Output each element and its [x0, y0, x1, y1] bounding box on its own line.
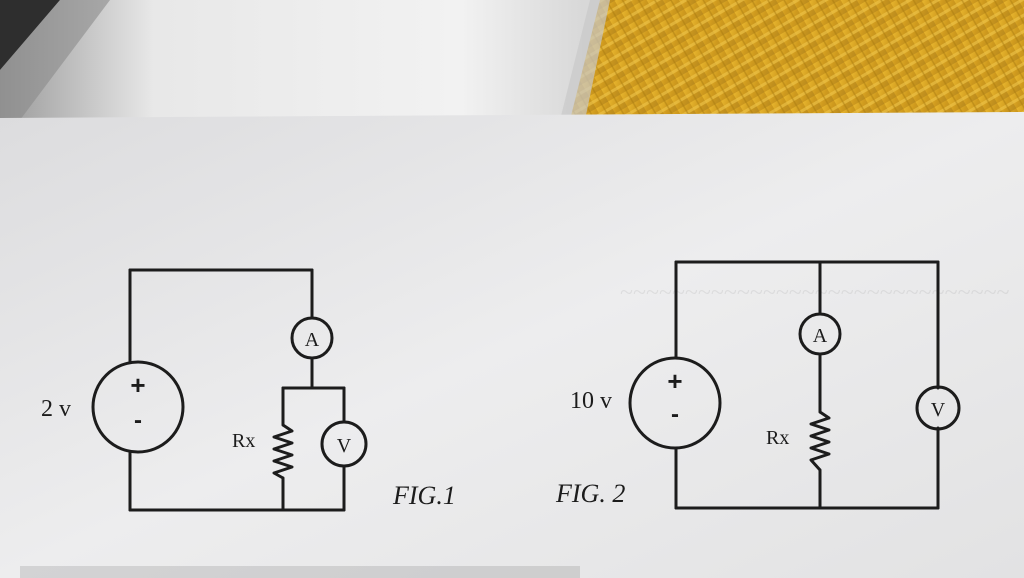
figure-2-circuit [674, 260, 940, 510]
fig2-voltmeter-label: V [931, 399, 946, 421]
fig1-voltmeter-icon [320, 420, 368, 468]
fig2-ammeter-label: A [813, 325, 828, 347]
cropped-bottom-text [20, 566, 580, 578]
fig2-resistor-icon [809, 410, 831, 472]
fig2-source-circle [628, 356, 722, 450]
background-fabric [0, 0, 1024, 130]
fig2-resistor-label: Rx [766, 427, 789, 449]
paper-sheet: ~~~~~~~~~~~~~~~~~~~~~~~~~~~~~~ [0, 112, 1024, 578]
fig2-caption: FIG. 2 [555, 479, 625, 508]
fig1-ammeter-icon [290, 316, 334, 360]
fig2-voltmeter-icon [915, 385, 961, 431]
fig1-resistor-icon [272, 423, 294, 480]
fig1-caption: FIG.1 [392, 481, 456, 510]
fig2-source-voltage: 10 v [570, 388, 612, 414]
fig1-source-voltage: 2 v [41, 396, 71, 422]
fig2-source-plus: + [667, 366, 682, 396]
fig1-ammeter-label: A [305, 329, 320, 351]
fig1-source-minus: - [134, 407, 142, 434]
fig1-resistor-label: Rx [232, 430, 255, 452]
fig1-voltmeter-label: V [337, 435, 352, 457]
fig1-source-plus: + [130, 370, 145, 400]
fig2-ammeter-icon [798, 312, 842, 356]
fig2-source-minus: - [671, 401, 679, 428]
fig1-source-circle [91, 360, 185, 454]
figure-1-circuit [128, 268, 346, 512]
svg-text:~~~~~~~~~~~~~~~~~~~~~~~~~~~~~~: ~~~~~~~~~~~~~~~~~~~~~~~~~~~~~~ [620, 280, 1010, 306]
